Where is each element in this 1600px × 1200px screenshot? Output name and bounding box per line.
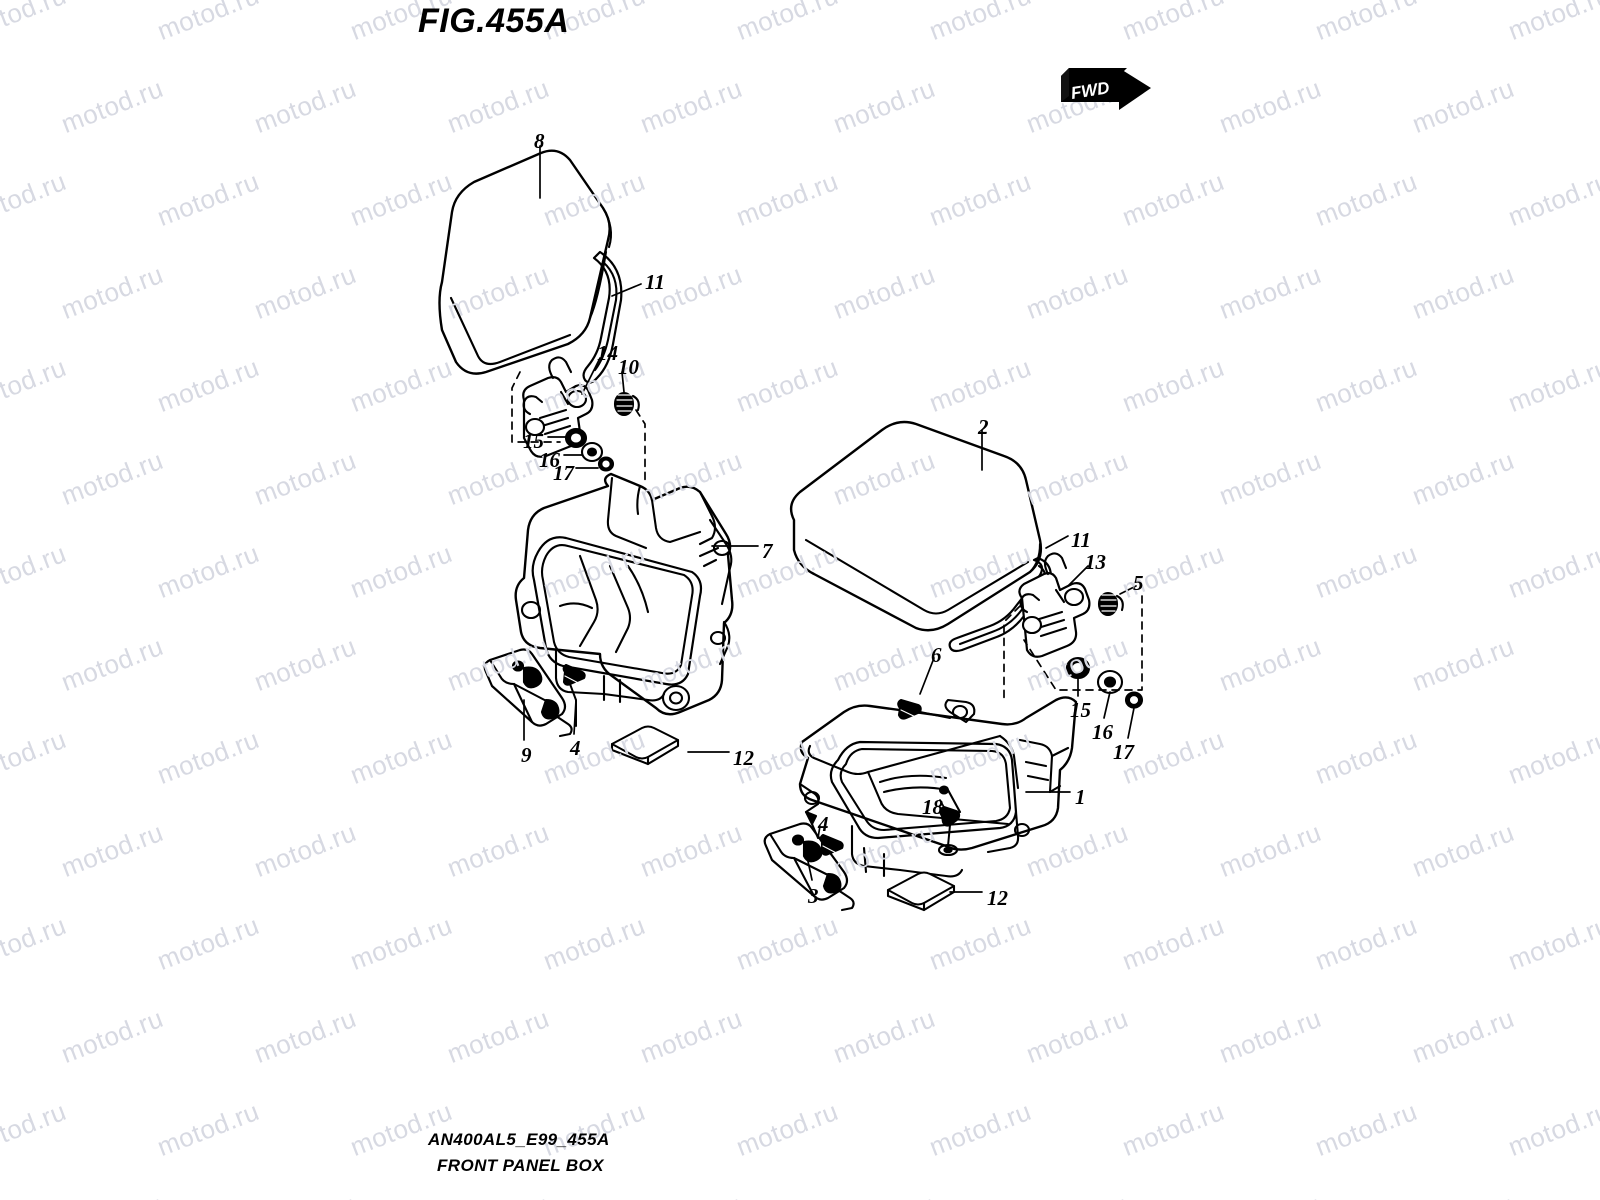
callout-c15-right: 15 [1070, 698, 1091, 722]
callout-c9: 9 [521, 743, 532, 767]
callout-c2: 2 [978, 415, 989, 439]
part-bolt-box-right [897, 698, 951, 721]
callout-c18: 18 [922, 795, 943, 819]
part-bushing-left [613, 391, 640, 417]
callout-c13: 13 [1085, 550, 1106, 574]
callout-c4-left: 4 [570, 736, 581, 760]
callout-c12-left: 12 [733, 746, 754, 770]
callout-c1: 1 [1075, 785, 1086, 809]
page-title: FIG.455A [418, 2, 570, 40]
part-bushing-right [1097, 591, 1124, 617]
part-hinge-assembly-left [522, 356, 640, 472]
part-panel-box-left [514, 472, 734, 716]
fwd-arrow-icon: FWD [1061, 68, 1151, 110]
callout-c10: 10 [618, 355, 639, 379]
part-washer-hinge-left [580, 441, 604, 463]
part-lid-left [438, 149, 613, 375]
callout-c12-right: 12 [987, 886, 1008, 910]
part-bolt-hinge-left [564, 427, 588, 449]
callout-c4-right: 4 [818, 812, 829, 836]
callout-c17-left: 17 [553, 461, 574, 485]
part-lid-right [789, 420, 1043, 632]
leader-lines [511, 145, 1143, 893]
callout-c11-right: 11 [1071, 528, 1091, 552]
footer-part-code: AN400AL5_E99_455A [428, 1130, 610, 1149]
callout-c14: 14 [597, 341, 618, 365]
callout-c8: 8 [534, 129, 545, 153]
footer-figure-name: FRONT PANEL BOX [437, 1156, 604, 1175]
part-nut-hinge-left [597, 456, 615, 472]
part-lid-seal-left [582, 250, 623, 384]
callout-c17-right: 17 [1113, 740, 1134, 764]
callout-c11-left: 11 [645, 270, 665, 294]
callout-c5: 5 [1133, 571, 1144, 595]
part-striker-bar-left [483, 648, 573, 738]
part-screw-left [562, 663, 587, 727]
callout-c7: 7 [762, 539, 773, 563]
callout-c16-right: 16 [1092, 720, 1113, 744]
part-cushion-pad-left [610, 725, 680, 766]
part-screw-right [804, 810, 845, 858]
callout-c15-left: 15 [523, 429, 544, 453]
callout-c3: 3 [808, 884, 819, 908]
callout-c16-left: 16 [539, 448, 560, 472]
callout-c6: 6 [931, 643, 942, 667]
